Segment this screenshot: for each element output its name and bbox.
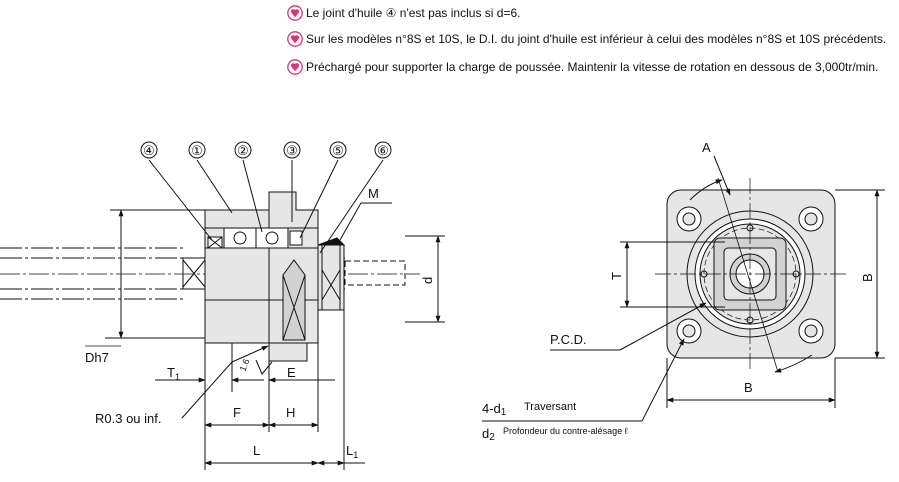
label-roughness: 1.6 bbox=[238, 357, 252, 372]
note-1: Le joint d'huile ④ n'est pas inclus si d… bbox=[287, 5, 520, 21]
callout-2: ② bbox=[237, 143, 249, 158]
callout-4: ④ bbox=[143, 143, 155, 158]
label-counterbore: d2 bbox=[482, 426, 495, 443]
label-counterbore-note: Profondeur du contre-alésage ℓ bbox=[503, 426, 629, 436]
callout-5: ⑤ bbox=[332, 143, 344, 158]
label-t: T bbox=[609, 272, 624, 280]
info-bullet-icon bbox=[287, 59, 303, 75]
callout-6: ⑥ bbox=[377, 143, 389, 158]
lock-nut bbox=[317, 237, 346, 311]
note-text-3: Préchargé pour supporter la charge de po… bbox=[306, 60, 879, 74]
info-bullet-icon bbox=[287, 5, 303, 21]
callout-leaders bbox=[148, 159, 392, 254]
side-view bbox=[0, 141, 445, 470]
front-view bbox=[482, 155, 885, 422]
note-2: Sur les modèles n°8S et 10S, le D.I. du … bbox=[287, 31, 886, 47]
label-l1: L1 bbox=[346, 443, 358, 460]
lower-section bbox=[282, 259, 306, 341]
front-view-labels: A T B B P.C.D. 4-d1 Traversant d2 Profon… bbox=[482, 140, 875, 443]
label-m: M bbox=[368, 186, 379, 201]
note-text-2: Sur les modèles n°8S et 10S, le D.I. du … bbox=[306, 32, 887, 46]
label-a: A bbox=[702, 140, 711, 155]
callout-3: ③ bbox=[286, 143, 298, 158]
label-e: E bbox=[287, 365, 296, 380]
side-view-labels: ④ ① ② ③ ⑤ ⑥ M d Dh7 T1 1.6 E R0.3 ou inf… bbox=[85, 143, 435, 460]
roughness-mark bbox=[255, 359, 273, 375]
dim-d bbox=[405, 235, 445, 323]
label-h: H bbox=[286, 405, 295, 420]
note-3: Préchargé pour supporter la charge de po… bbox=[287, 59, 878, 75]
callout-1: ① bbox=[191, 143, 203, 158]
label-l: L bbox=[253, 443, 260, 458]
info-bullet-icon bbox=[287, 31, 303, 47]
label-b-right: B bbox=[860, 273, 875, 282]
label-b-bottom: B bbox=[744, 380, 753, 395]
label-dh7: Dh7 bbox=[85, 350, 109, 365]
dim-dh7 bbox=[85, 209, 205, 347]
bearings bbox=[207, 227, 303, 249]
note-text-1: Le joint d'huile ④ n'est pas inclus si d… bbox=[306, 6, 521, 20]
label-t1: T1 bbox=[167, 365, 180, 382]
label-hole: 4-d1 bbox=[482, 401, 507, 418]
label-pcd: P.C.D. bbox=[550, 332, 587, 347]
label-f: F bbox=[233, 405, 241, 420]
label-r: R0.3 ou inf. bbox=[95, 411, 162, 426]
label-d: d bbox=[420, 277, 435, 284]
label-hole-note: Traversant bbox=[524, 401, 576, 413]
